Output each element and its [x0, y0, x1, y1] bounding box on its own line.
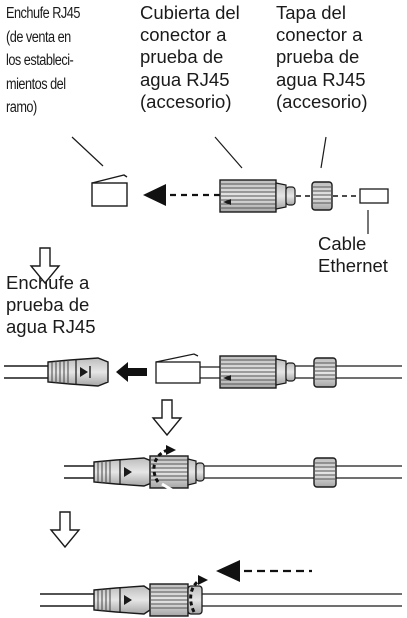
label-connector-cover: Cubierta del conector a prueba de agua R…	[140, 2, 240, 112]
ethernet-cable-icon	[359, 188, 389, 204]
label-waterproof-plug: Enchufe a prueba de agua RJ45	[6, 272, 96, 338]
step-down-arrow-icon	[49, 511, 81, 549]
connector-cap-icon	[313, 357, 337, 388]
label-connector-cap: Tapa del conector a prueba de agua RJ45 …	[276, 2, 368, 112]
insert-arrow-icon	[143, 184, 166, 206]
step-down-arrow-icon	[29, 247, 61, 285]
step-down-arrow-icon	[151, 399, 183, 437]
rj45-plug-icon	[155, 353, 220, 384]
step4-attach-cap	[40, 560, 402, 617]
step1-exploded-view	[71, 136, 389, 234]
connector-cover-icon	[219, 355, 296, 389]
connector-cover-icon	[219, 179, 296, 213]
step2-insert-plug	[4, 353, 402, 389]
leader-rj45-plug	[71, 136, 104, 167]
step3-attach-cover	[64, 445, 402, 492]
push-arrow-icon	[216, 560, 240, 582]
rotate-arrow-icon	[189, 575, 208, 613]
waterproof-plug-icon	[47, 357, 109, 387]
rotate-arrow-icon	[152, 445, 176, 492]
label-rj45-plug: Enchufe RJ45 (de venta en los estableci-…	[6, 5, 80, 117]
insert-arrow-icon	[116, 362, 147, 382]
leader-cover	[214, 136, 243, 169]
connector-cap-icon	[313, 457, 337, 488]
label-ethernet-cable: Cable Ethernet	[318, 233, 388, 277]
rj45-plug-icon	[91, 174, 128, 207]
connector-cap-icon	[311, 181, 333, 211]
leader-cap	[320, 136, 327, 169]
